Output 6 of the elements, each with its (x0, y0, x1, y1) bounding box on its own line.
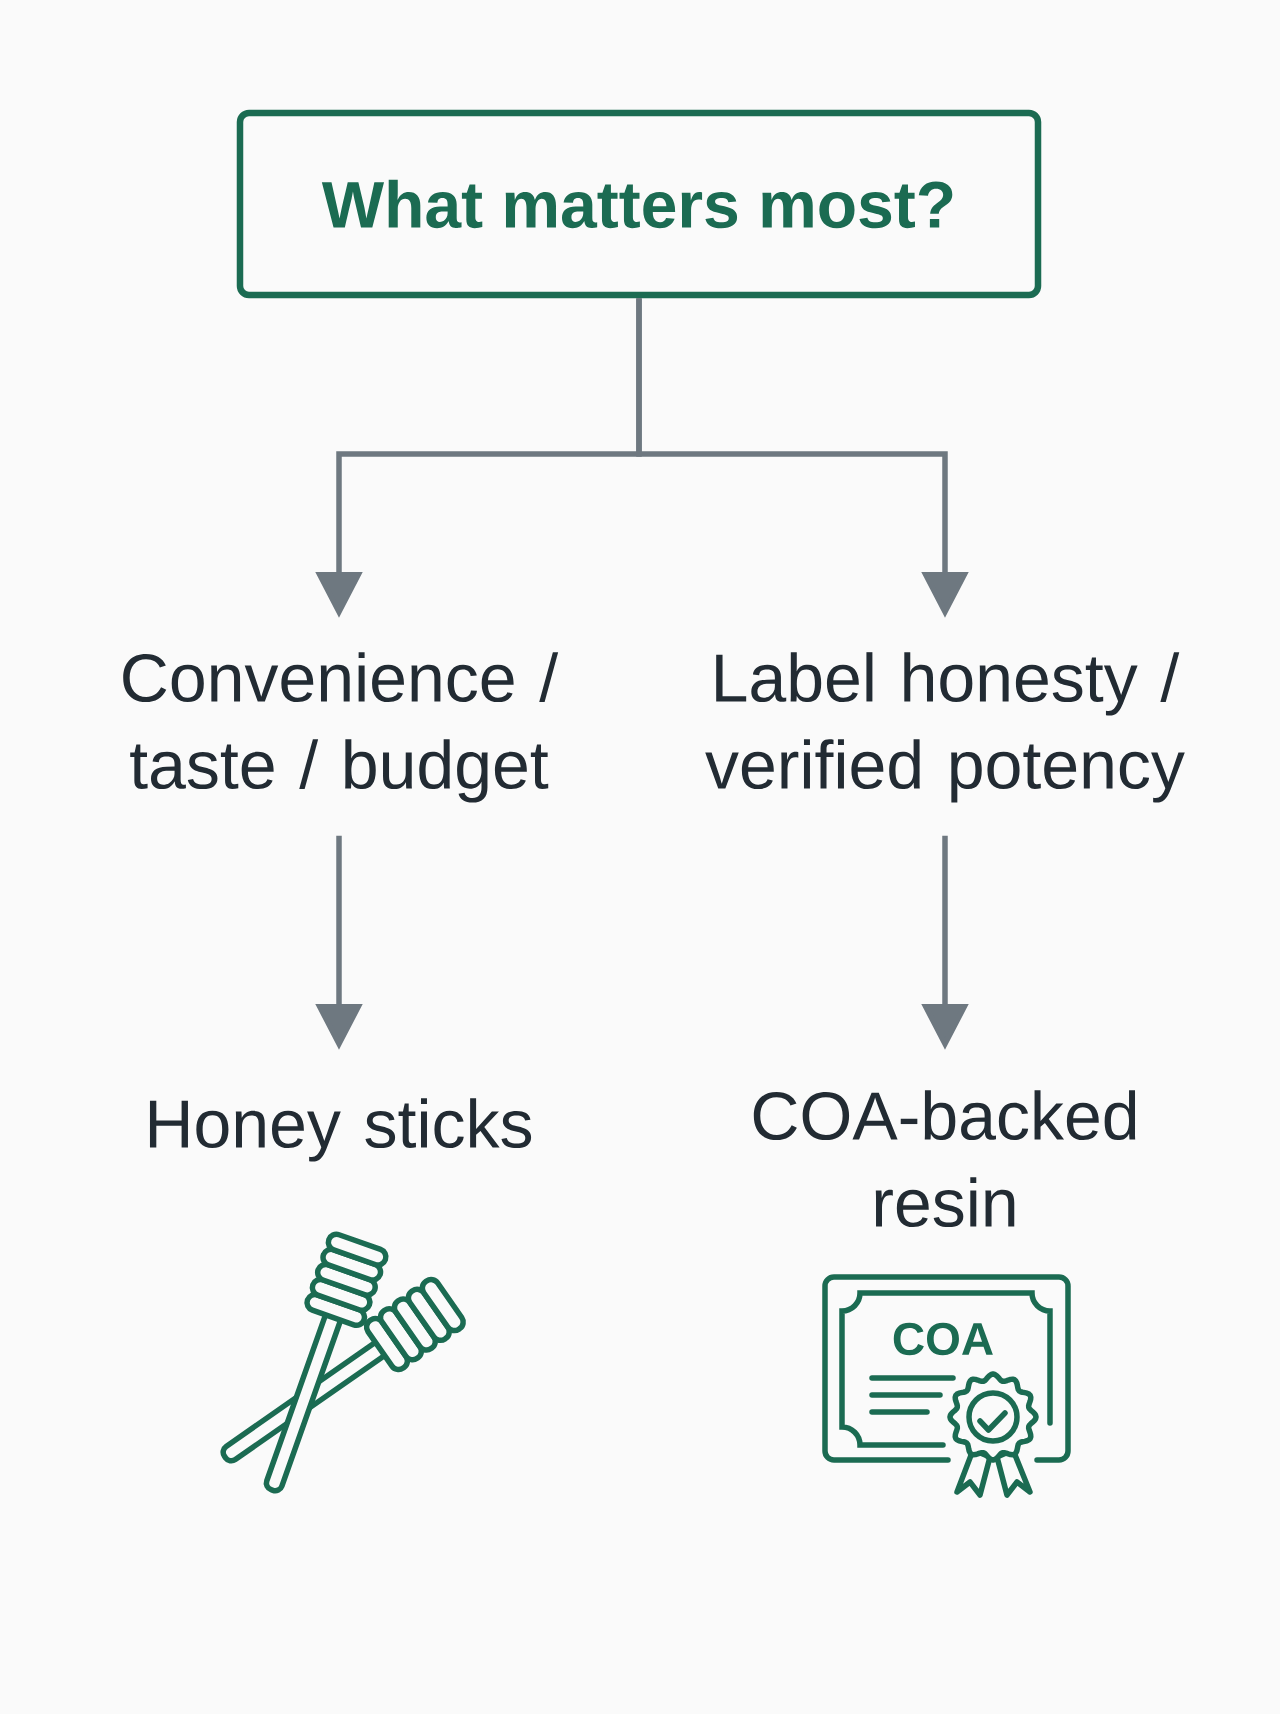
certificate-label: COA (893, 1322, 993, 1356)
result-text: COA-backed resin (753, 1090, 1136, 1228)
criterion-text: Convenience / taste / budget (123, 652, 559, 803)
criterion-text: Label honesty / verified potency (705, 652, 1185, 803)
question-box: What matters most? (236, 109, 1042, 299)
result-text: Honey sticks (149, 1098, 532, 1162)
